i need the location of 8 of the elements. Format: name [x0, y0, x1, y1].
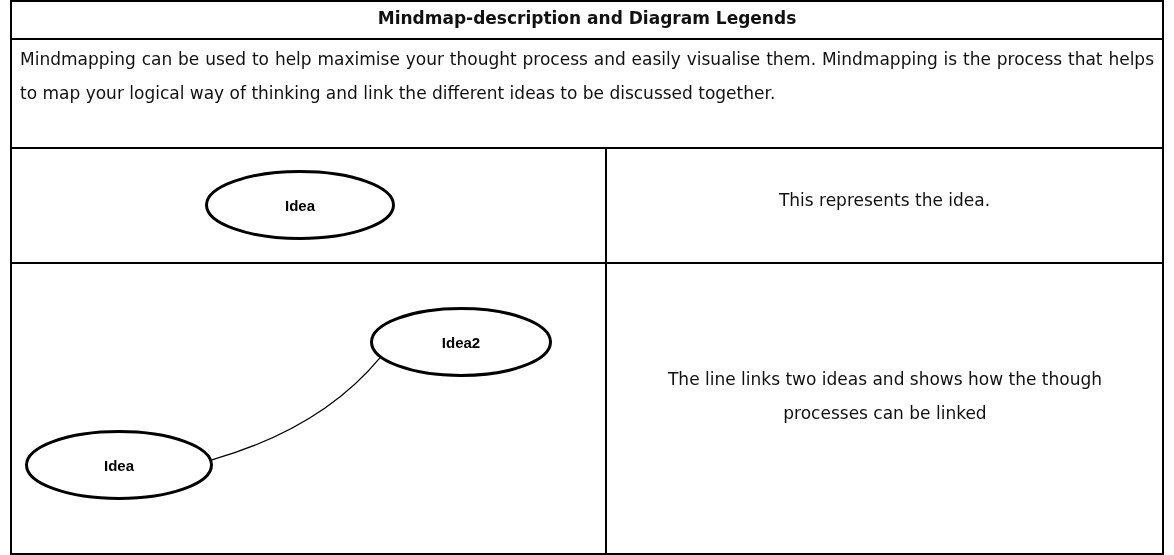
idea-ellipse: Idea — [205, 170, 395, 240]
idea-ellipse: Idea2 — [370, 307, 552, 377]
idea-ellipse: Idea — [25, 430, 213, 500]
legend-description: This represents the idea. — [777, 190, 992, 210]
connector-line — [211, 357, 381, 461]
table-heading: Mindmap-description and Diagram Legends — [376, 8, 798, 28]
legend-description: The line links two ideas and shows how the though processes can be linked — [667, 368, 1103, 425]
description-text: Mindmapping can be used to help maximise your thought process and easily visualise them. Mindmapping is the process that helps to map your logical way of thinking and link the different ideas to be discussed together. — [20, 48, 1154, 105]
